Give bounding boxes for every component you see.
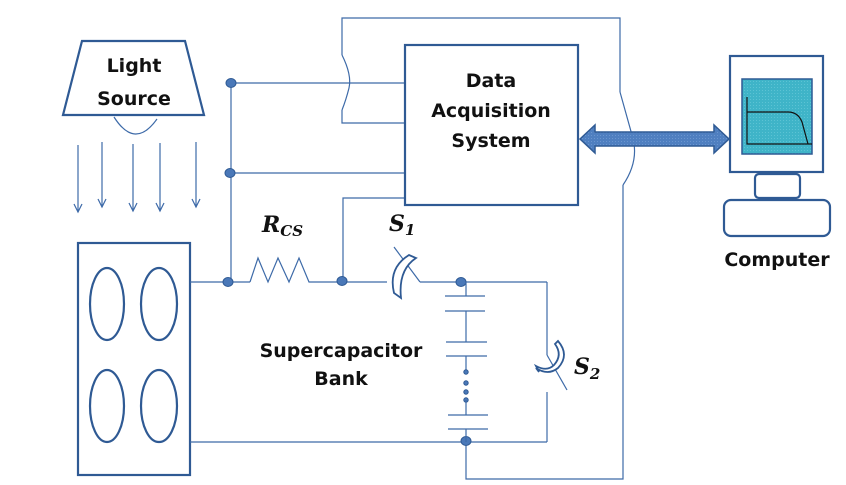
ellipsis-dot <box>463 389 469 395</box>
supercap-label-2: Bank <box>314 368 368 390</box>
junction-node <box>224 168 236 178</box>
light-ray-arrow-icon <box>128 144 138 213</box>
curved-arrow-icon <box>391 253 418 300</box>
ellipsis-dot <box>463 380 469 386</box>
monitor-screen <box>741 78 813 155</box>
light-source-label-2: Source <box>97 88 171 110</box>
bidirectional-arrow-icon <box>578 123 731 155</box>
rcs-label: RCS <box>261 212 303 240</box>
resistor-rcs: RCS <box>249 212 313 284</box>
switch-s2: S2 <box>533 339 600 391</box>
switch-s2-blade <box>546 354 568 391</box>
pv-cell <box>88 266 126 342</box>
light-ray-arrow-icon <box>191 142 201 209</box>
daq-label-2: Acquisition <box>431 100 551 122</box>
solar-panel <box>76 241 192 477</box>
data-acquisition-system: Data Acquisition System <box>403 43 580 207</box>
resistor-zigzag-icon <box>249 256 313 284</box>
daq-box <box>403 43 580 207</box>
light-ray-arrow-icon <box>155 143 165 213</box>
light-source: Light Source <box>61 39 206 135</box>
computer: Computer <box>722 54 832 271</box>
daq-label-1: Data <box>466 70 517 92</box>
switch-s1: S1 <box>389 211 421 300</box>
pv-cell <box>139 266 179 342</box>
light-source-body <box>61 39 206 117</box>
screen-chart-curve <box>747 111 809 145</box>
supercapacitor-bank: Supercapacitor Bank <box>260 282 488 442</box>
curved-arrow-icon <box>533 339 565 373</box>
junction-node <box>225 78 237 88</box>
junction-node <box>455 277 467 287</box>
junction-nodes <box>222 78 472 446</box>
daq-label-3: System <box>451 130 530 152</box>
light-source-label-1: Light <box>107 55 162 77</box>
computer-label: Computer <box>724 249 830 271</box>
pv-cell <box>88 368 126 444</box>
junction-node <box>222 277 234 287</box>
light-ray-arrow-icon <box>97 142 107 209</box>
pv-cell <box>139 368 179 444</box>
s2-label: S2 <box>574 354 600 383</box>
light-beam-curve <box>113 116 158 135</box>
wires <box>190 17 636 480</box>
light-rays <box>73 142 201 214</box>
screen-chart-axes <box>746 97 812 145</box>
light-ray-arrow-icon <box>73 145 83 214</box>
computer-base <box>722 198 832 238</box>
s1-label: S1 <box>389 211 415 239</box>
computer-stand <box>753 172 802 200</box>
ellipsis-dot <box>463 369 469 375</box>
supercap-label-1: Supercapacitor <box>260 340 423 362</box>
junction-node <box>336 276 348 286</box>
